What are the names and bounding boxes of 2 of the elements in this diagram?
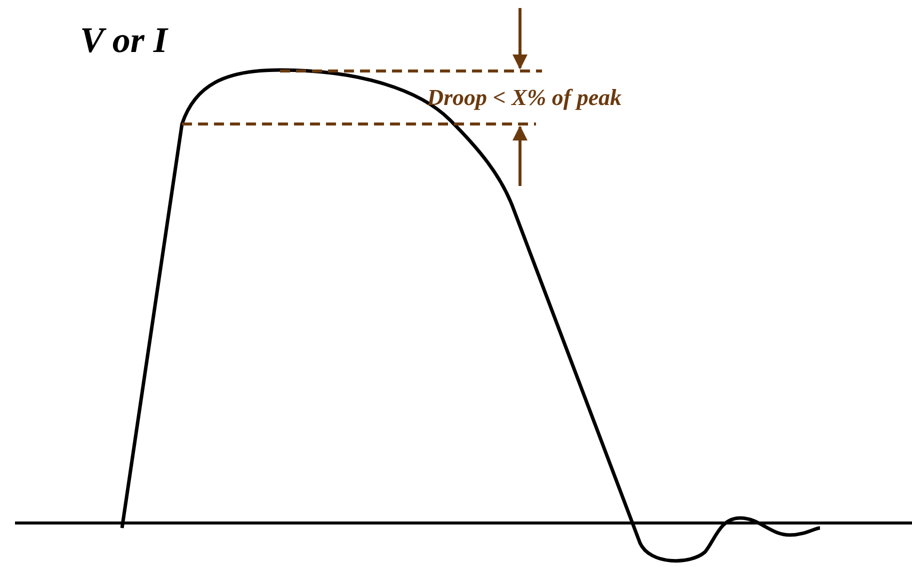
dimension-label: Droop < X% of peak <box>427 86 622 109</box>
axis-label: V or I <box>80 22 168 58</box>
